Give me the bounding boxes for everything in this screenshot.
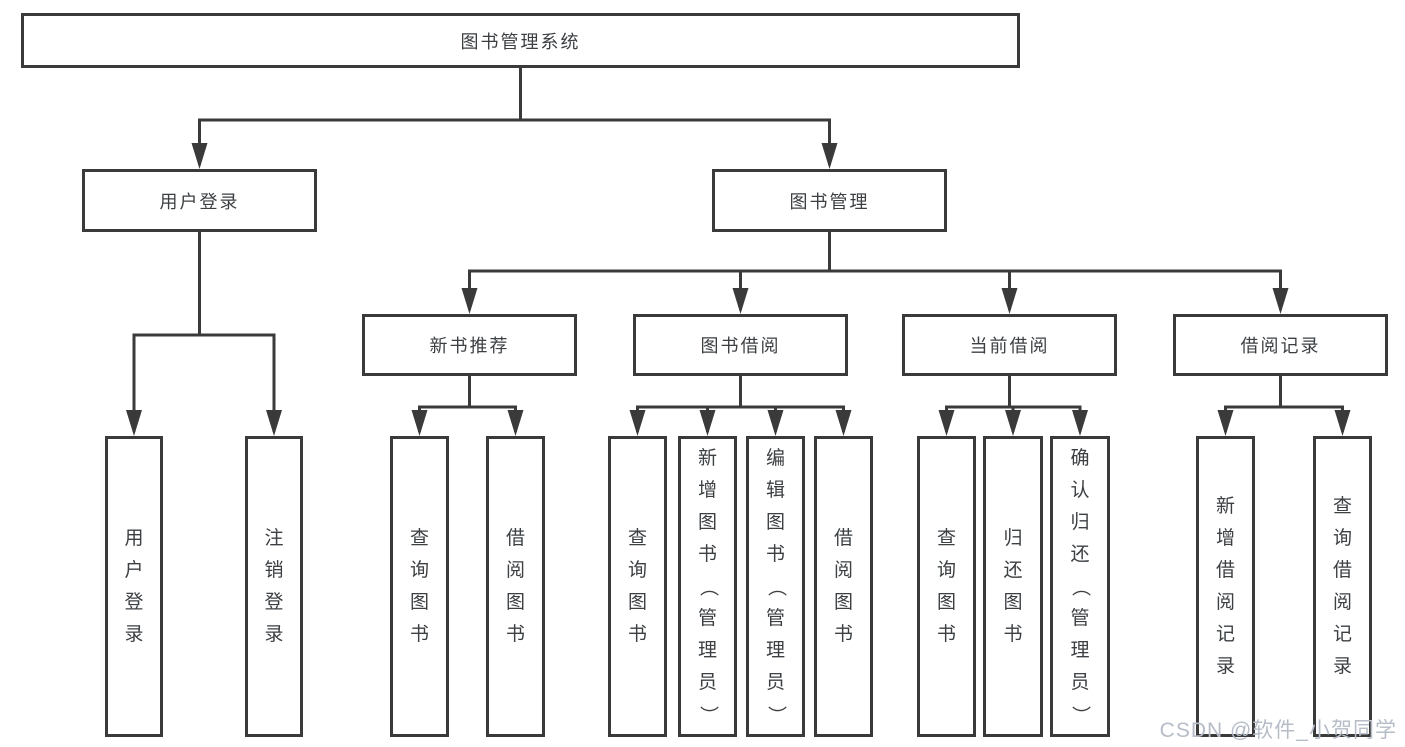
node-book-borrow: 图书借阅 xyxy=(633,314,848,376)
arrowhead-down xyxy=(507,410,524,436)
arrowhead-down xyxy=(699,410,716,436)
node-new-book-recommend: 新书推荐 xyxy=(362,314,577,376)
node-label: 新书推荐 xyxy=(429,336,510,356)
arrowhead-down xyxy=(835,410,852,436)
node-leaf-borrow-book-b: 借阅图书 xyxy=(814,436,873,737)
node-label: 当前借阅 xyxy=(969,336,1050,356)
node-label: 借阅记录 xyxy=(1240,336,1321,356)
node-borrow-records: 借阅记录 xyxy=(1173,314,1388,376)
node-label-vertical: 借阅图书 xyxy=(505,527,525,645)
node-label-vertical: 注销登录 xyxy=(264,527,284,645)
arrowhead-down xyxy=(1001,288,1018,314)
node-label-vertical: 编辑图书（管理员） xyxy=(765,447,787,725)
node-label: 图书管理 xyxy=(789,191,870,212)
arrowhead-down xyxy=(767,410,784,436)
node-leaf-return-book: 归还图书 xyxy=(983,436,1043,737)
node-leaf-query-book-a: 查询图书 xyxy=(390,436,449,737)
node-label-vertical: 新增图书（管理员） xyxy=(697,447,719,725)
arrowhead-down xyxy=(732,288,749,314)
arrowhead-down xyxy=(821,143,838,169)
node-leaf-query-book-c: 查询图书 xyxy=(917,436,976,737)
arrowhead-down xyxy=(266,410,282,436)
node-leaf-add-borrow-record: 新增借阅记录 xyxy=(1196,436,1255,737)
arrowhead-down xyxy=(461,288,478,314)
arrowhead-down xyxy=(1217,410,1234,436)
arrowhead-down xyxy=(629,410,646,436)
watermark-text: CSDN @软件_小贺同学 xyxy=(1159,719,1397,742)
node-root: 图书管理系统 xyxy=(21,13,1020,68)
node-book-management-branch: 图书管理 xyxy=(712,169,947,232)
arrowhead-down xyxy=(938,410,955,436)
node-leaf-add-book-admin: 新增图书（管理员） xyxy=(678,436,737,737)
arrowhead-down xyxy=(1334,410,1351,436)
arrowhead-down xyxy=(411,410,428,436)
node-label-vertical: 借阅图书 xyxy=(833,527,853,645)
node-leaf-query-borrow-record: 查询借阅记录 xyxy=(1313,436,1372,737)
node-label-vertical: 新增借阅记录 xyxy=(1215,495,1235,677)
arrowhead-down xyxy=(126,410,142,436)
node-user-login-branch: 用户登录 xyxy=(82,169,317,232)
node-leaf-edit-book-admin: 编辑图书（管理员） xyxy=(746,436,805,737)
arrowhead-down xyxy=(1072,410,1088,436)
node-current-borrow: 当前借阅 xyxy=(902,314,1117,376)
node-leaf-confirm-return-admin: 确认归还（管理员） xyxy=(1050,436,1110,737)
node-label-vertical: 查询图书 xyxy=(936,527,956,645)
node-label-vertical: 确认归还（管理员） xyxy=(1069,447,1091,725)
node-label: 图书借阅 xyxy=(700,336,781,356)
node-leaf-logout: 注销登录 xyxy=(245,436,303,737)
node-label-vertical: 查询图书 xyxy=(409,527,429,645)
node-label-vertical: 用户登录 xyxy=(124,527,144,645)
node-label-vertical: 查询借阅记录 xyxy=(1332,495,1352,677)
node-label-vertical: 查询图书 xyxy=(627,527,647,645)
arrowhead-down xyxy=(1005,410,1021,436)
node-leaf-user-login: 用户登录 xyxy=(105,436,163,737)
arrowhead-down xyxy=(1272,288,1289,314)
node-label: 用户登录 xyxy=(159,191,240,212)
node-label-vertical: 归还图书 xyxy=(1003,527,1023,645)
arrowhead-down xyxy=(191,143,208,169)
node-label: 图书管理系统 xyxy=(460,31,581,52)
node-leaf-query-book-b: 查询图书 xyxy=(608,436,667,737)
node-leaf-borrow-book-a: 借阅图书 xyxy=(486,436,545,737)
